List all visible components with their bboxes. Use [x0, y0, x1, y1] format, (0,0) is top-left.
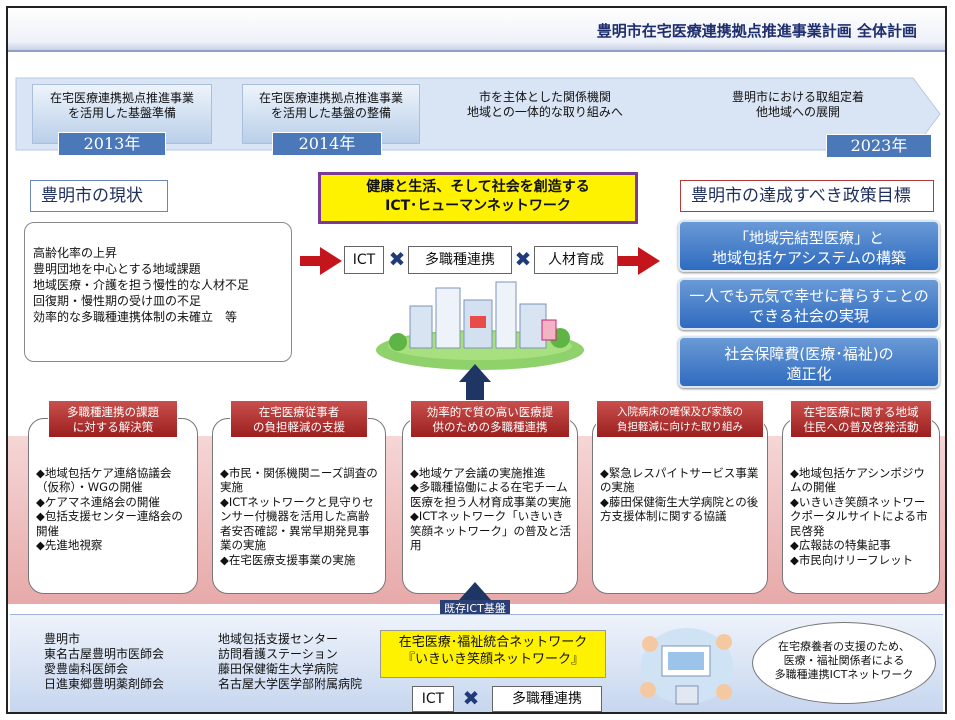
year-2014: 2014年	[272, 132, 382, 156]
goal-item-3: 社会保障費(医療･福祉)の 適正化	[678, 336, 940, 388]
base-tag-multi: 多職種連携	[492, 686, 602, 712]
action-card-head-2: 在宅医療従事者 の負担軽減の支援	[230, 400, 368, 438]
current-state-heading: 豊明市の現状	[30, 180, 168, 212]
action-card-2: ◆市民・関係機関ニーズ調査の実施 ◆ICTネットワークと見守りセンサー付機器を活…	[212, 418, 386, 594]
current-state-box: 高齢化率の上昇 豊明団地を中心とする地域課題 地域医療・介護を担う慢性的な人材不…	[24, 222, 292, 362]
cross-icon: ✖	[388, 247, 406, 271]
year-2013: 2013年	[58, 132, 166, 156]
infra-label: 既存ICT基盤	[440, 600, 510, 618]
goal-item-2: 一人でも元気で幸せに暮らすことの できる社会の実現	[678, 278, 940, 330]
network-description-oval: 在宅療養者の支援のため、 医療・福祉関係者による 多職種連携ICTネットワーク	[752, 622, 936, 704]
current-state-item: 回復期・慢性期の受け皿の不足	[33, 294, 202, 308]
network-box: 在宅医療･福祉統合ネットワーク 『いきいき笑顔ネットワーク』	[380, 630, 606, 678]
timeline-2023-left-text: 市を主体とした関係機関 地域との一体的な取り組みへ	[467, 90, 623, 119]
title-bar: 豊明市在宅医療連携拠点推進事業計画 全体計画	[8, 8, 945, 52]
action-card-body: ◆地域包括ケア連絡協議会（仮称）・WGの開催 ◆ケアマネ連絡会の開催 ◆包括支援…	[36, 465, 183, 553]
center-headline-line1: 健康と生活、そして社会を創造する	[366, 179, 590, 195]
red-arrow-right-shaft	[618, 256, 640, 266]
red-arrow-left-icon	[320, 247, 342, 275]
action-card-1: ◆地域包括ケア連絡協議会（仮称）・WGの開催 ◆ケアマネ連絡会の開催 ◆包括支援…	[28, 418, 198, 594]
center-headline: 健康と生活、そして社会を創造する ICT･ヒューマンネットワーク	[318, 172, 638, 224]
goal-item-1: 「地域完結型医療」と 地域包括ケアシステムの構築	[678, 220, 940, 272]
center-headline-line2: ICT･ヒューマンネットワーク	[385, 198, 571, 214]
tag-ict: ICT	[344, 246, 384, 274]
up-arrow-icon	[459, 364, 491, 382]
infra-up-arrow-icon	[459, 582, 491, 600]
cross-icon: ✖	[462, 686, 480, 710]
tag-multi-profession: 多職種連携	[408, 246, 512, 274]
network-name: 在宅医療･福祉統合ネットワーク	[398, 635, 588, 650]
base-members-col2: 地域包括支援センター 訪問看護ステーション 藤田保健衛生大学病院 名古屋大学医学…	[218, 632, 363, 691]
current-state-item: 高齢化率の上昇	[33, 246, 118, 260]
action-card-body: ◆地域包括ケアシンポジウムの開催 ◆いきいき笑顔ネットワークポータルサイトによる…	[790, 465, 928, 567]
action-card-5: ◆地域包括ケアシンポジウムの開催 ◆いきいき笑顔ネットワークポータルサイトによる…	[782, 418, 940, 594]
action-card-head-3: 効率的で質の高い医療提 供のための多職種連携	[410, 400, 570, 438]
current-state-item: 効率的な多職種連携体制の未確立 等	[33, 310, 238, 324]
action-card-head-4: 入院病床の確保及び家族の 負担軽減に向けた取り組み	[596, 400, 764, 438]
red-arrow-right-icon	[638, 247, 660, 275]
up-arrow-shaft	[466, 382, 484, 404]
base-tag-ict: ICT	[412, 686, 454, 712]
network-brand: 『いきいき笑顔ネットワーク』	[401, 652, 584, 667]
action-card-head-5: 在宅医療に関する地域 住民への普及啓発活動	[790, 400, 932, 438]
action-card-head-1: 多職種連携の課題 に対する解決策	[48, 400, 178, 438]
action-card-body: ◆市民・関係機関ニーズ調査の実施 ◆ICTネットワークと見守りセンサー付機器を活…	[220, 465, 378, 567]
current-state-item: 豊明団地を中心とする地域課題	[33, 262, 201, 276]
year-2023: 2023年	[826, 134, 932, 158]
action-card-4: ◆緊急レスパイトサービス事業の実施 ◆藤田保健衛生大学病院との後方支援体制に関す…	[592, 418, 768, 594]
timeline-2014-text: 在宅医療連携拠点推進事業 を活用した基盤の整備	[242, 84, 420, 144]
red-arrow-left-shaft	[300, 256, 322, 266]
base-members-col1: 豊明市 東名古屋豊明市医師会 愛豊歯科医師会 日進東郷豊明薬剤師会	[44, 632, 165, 691]
network-illustration-icon	[640, 628, 733, 705]
page-title: 豊明市在宅医療連携拠点推進事業計画 全体計画	[596, 22, 917, 40]
action-card-body: ◆緊急レスパイトサービス事業の実施 ◆藤田保健衛生大学病院との後方支援体制に関す…	[600, 465, 759, 524]
city-illustration-icon	[376, 281, 584, 370]
timeline-2023-right-text: 豊明市における取組定着 他地域への展開	[731, 90, 864, 119]
diagram-frame: 豊明市在宅医療連携拠点推進事業計画 全体計画 在宅医療連携拠点推進事業 を活用し…	[6, 6, 947, 714]
goals-heading: 豊明市の達成すべき政策目標	[680, 180, 934, 212]
action-card-body: ◆地域ケア会議の実施推進 ◆多職種協働による在宅チーム医療を担う人材育成事業の実…	[410, 465, 571, 553]
cross-icon: ✖	[514, 247, 532, 271]
action-card-3: ◆地域ケア会議の実施推進 ◆多職種協働による在宅チーム医療を担う人材育成事業の実…	[402, 418, 578, 594]
current-state-item: 地域医療・介護を担う慢性的な人材不足	[33, 278, 250, 292]
tag-human-resources: 人材育成	[534, 246, 618, 274]
